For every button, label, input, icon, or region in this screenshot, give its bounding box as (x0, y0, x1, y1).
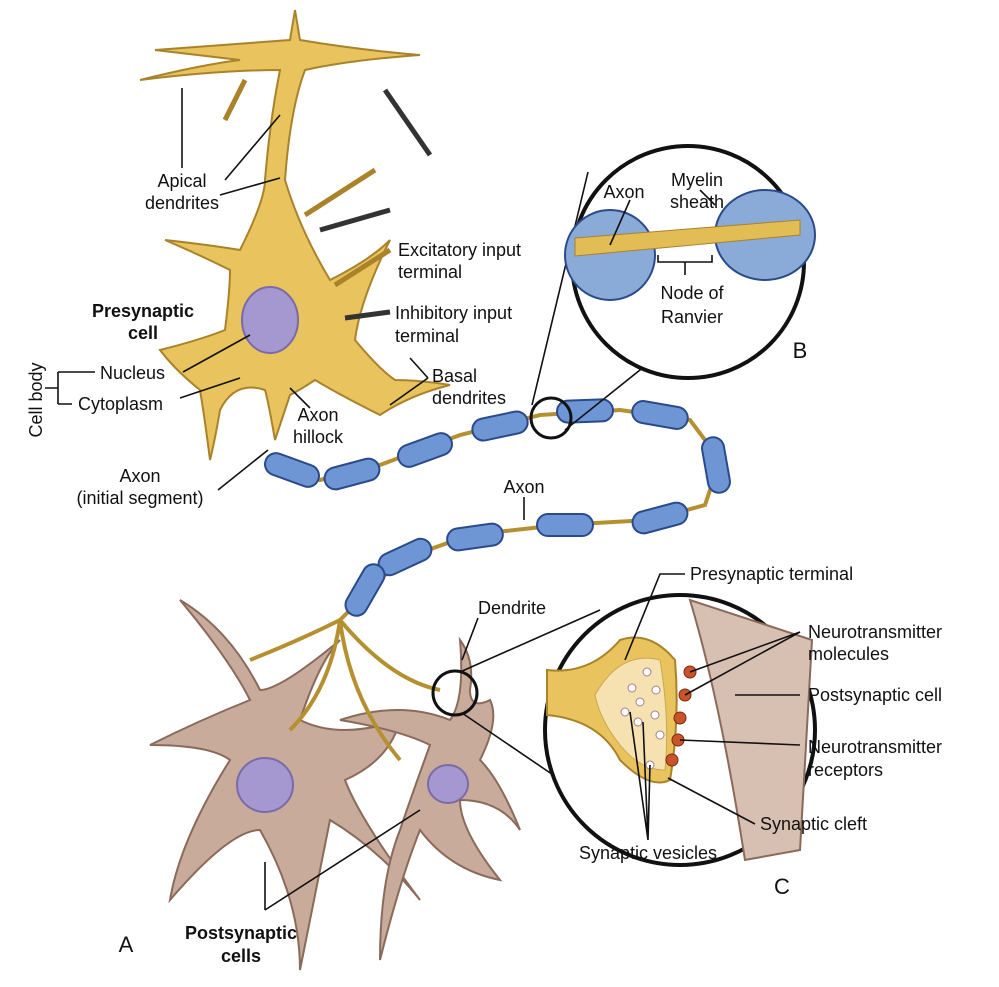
inset-c-nt-receptors: Neurotransmitter (808, 737, 942, 757)
inset-c-vesicles: Synaptic vesicles (579, 843, 717, 863)
label-postsynaptic: Postsynaptic (185, 923, 297, 943)
inset-c-presyn-terminal: Presynaptic terminal (690, 564, 853, 584)
label-presynaptic-2: cell (128, 323, 158, 343)
presynaptic-cell (139, 9, 451, 461)
label-inhibitory-2: terminal (395, 326, 459, 346)
label-hillock-2: hillock (293, 427, 344, 447)
inset-b-myelin: Myelin (671, 170, 723, 190)
inset-c-postsyn-cell: Postsynaptic cell (808, 685, 942, 705)
panel-c-label: C (774, 874, 790, 899)
label-postsynaptic-2: cells (221, 946, 261, 966)
panel-a-label: A (119, 932, 134, 957)
inhibitory-terminals (319, 88, 433, 321)
label-excitatory-2: terminal (398, 262, 462, 282)
label-basal-2: dendrites (432, 388, 506, 408)
inset-c-nt-molecules-2: molecules (808, 644, 889, 664)
postsynaptic-cells (149, 599, 521, 971)
label-apical-2: dendrites (145, 193, 219, 213)
label-basal: Basal (432, 366, 477, 386)
label-initial-2: (initial segment) (76, 488, 203, 508)
inset-c-cleft: Synaptic cleft (760, 814, 867, 834)
label-hillock: Axon (297, 405, 338, 425)
inset-b (529, 144, 816, 440)
label-nucleus: Nucleus (100, 363, 165, 383)
label-presynaptic: Presynaptic (92, 301, 194, 321)
label-cell-body: Cell body (26, 362, 46, 437)
leader-lines (45, 88, 801, 911)
inset-b-node-2: Ranvier (661, 307, 723, 327)
label-excitatory: Excitatory input (398, 240, 521, 260)
inset-b-myelin-2: sheath (670, 192, 724, 212)
labels: Apical dendrites Excitatory input termin… (26, 170, 942, 966)
label-cytoplasm: Cytoplasm (78, 394, 163, 414)
inset-b-node: Node of (660, 283, 724, 303)
label-initial: Axon (119, 466, 160, 486)
myelin-segments (264, 398, 731, 617)
inset-b-axon: Axon (603, 182, 644, 202)
inset-c-nt-molecules: Neurotransmitter (808, 622, 942, 642)
label-axon: Axon (503, 477, 544, 497)
label-inhibitory: Inhibitory input (395, 303, 512, 323)
inset-c-dendrite: Dendrite (478, 598, 546, 618)
label-apical: Apical (157, 171, 206, 191)
inset-c-nt-receptors-2: receptors (808, 760, 883, 780)
panel-b-label: B (793, 338, 808, 363)
